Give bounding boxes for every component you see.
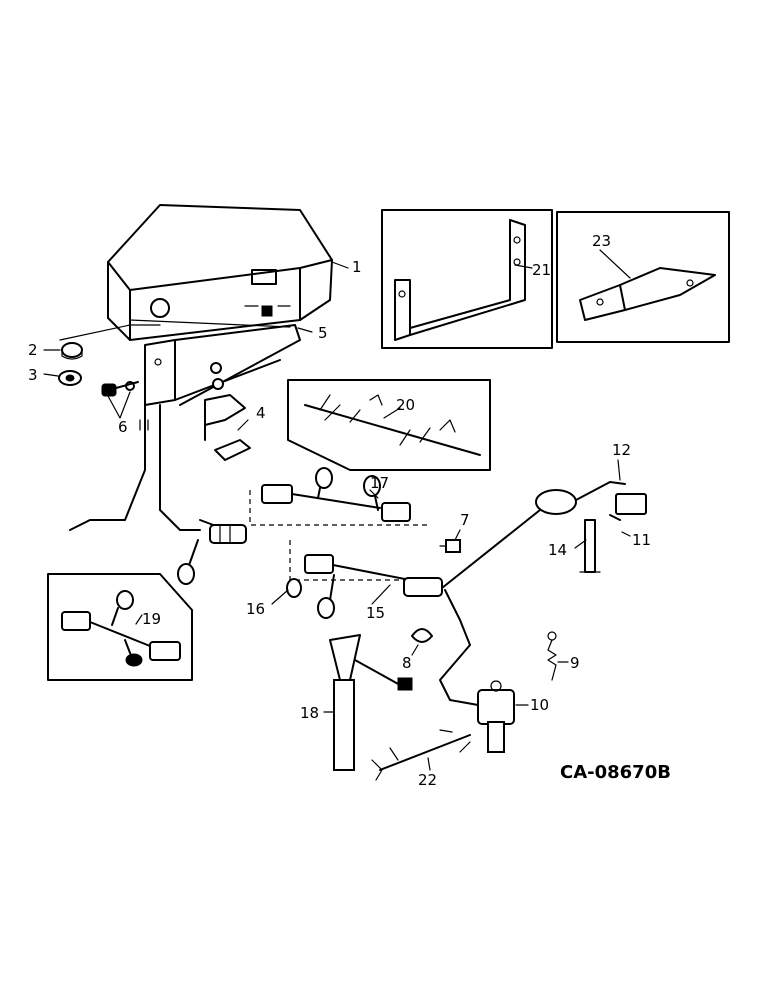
callout-3: 3 bbox=[28, 366, 38, 384]
callout-8: 8 bbox=[402, 654, 412, 672]
cable-12 bbox=[441, 481, 647, 589]
inset-bracket-23 bbox=[556, 211, 730, 343]
callout-23: 23 bbox=[592, 232, 611, 250]
callout-16: 16 bbox=[246, 600, 265, 618]
callout-14: 14 bbox=[548, 541, 567, 559]
bracket-part-4 bbox=[204, 378, 251, 461]
callout-10: 10 bbox=[530, 696, 549, 714]
knob-part bbox=[61, 342, 83, 360]
callout-5: 5 bbox=[318, 324, 328, 342]
inset-harness-20 bbox=[287, 379, 491, 471]
mounting-bracket bbox=[144, 324, 301, 406]
inset-bracket-21 bbox=[381, 209, 553, 349]
bolt-washer-part bbox=[101, 381, 139, 397]
callout-12: 12 bbox=[612, 441, 631, 459]
harness-wires bbox=[69, 404, 241, 536]
callout-2: 2 bbox=[28, 341, 38, 359]
leader-lines bbox=[43, 249, 631, 771]
harness-15-16 bbox=[286, 540, 443, 619]
callout-4: 4 bbox=[256, 404, 266, 422]
callout-7: 7 bbox=[460, 511, 470, 529]
callout-6: 6 bbox=[118, 418, 128, 436]
callout-17: 17 bbox=[370, 474, 389, 492]
spring-9 bbox=[547, 631, 557, 681]
callout-1: 1 bbox=[352, 258, 362, 276]
callout-22: 22 bbox=[418, 771, 437, 789]
callout-11: 11 bbox=[632, 531, 651, 549]
harness-17 bbox=[249, 467, 430, 526]
harness-connector bbox=[177, 524, 247, 585]
post-18 bbox=[329, 634, 413, 771]
inset-harness-19 bbox=[47, 573, 193, 681]
grommet-part bbox=[58, 370, 82, 386]
console-box bbox=[107, 204, 333, 341]
clamp-8 bbox=[411, 628, 433, 643]
sensor-10 bbox=[439, 589, 515, 753]
callout-15: 15 bbox=[366, 604, 385, 622]
harness-22 bbox=[371, 729, 471, 781]
callout-21: 21 bbox=[532, 261, 551, 279]
drawing-code: CA-08670B bbox=[560, 762, 671, 783]
callout-20: 20 bbox=[396, 396, 415, 414]
strap-14 bbox=[579, 519, 601, 573]
callout-19: 19 bbox=[142, 610, 161, 628]
connector-7 bbox=[439, 539, 461, 553]
callout-9: 9 bbox=[570, 654, 580, 672]
callout-18: 18 bbox=[300, 704, 319, 722]
